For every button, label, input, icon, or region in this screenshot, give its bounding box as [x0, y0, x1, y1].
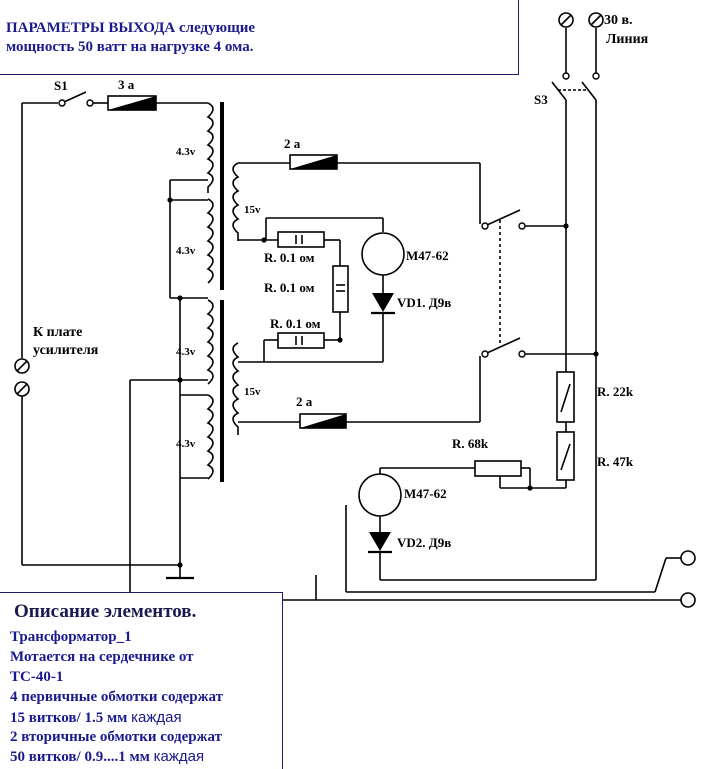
description-line-7-a: 50 витков/ 0.9....1 мм — [10, 749, 150, 765]
meter-1 — [361, 232, 405, 276]
primary-coil-2 — [206, 198, 214, 284]
resistor-22k-mark — [560, 383, 571, 413]
description-box: Описание элементов. Трансформатор_1 Мота… — [0, 592, 283, 769]
resistor-47k-label: R. 47k — [597, 454, 634, 469]
junction-dot — [593, 351, 599, 357]
s3-label: S3 — [534, 92, 548, 107]
primary-coil-1 — [206, 102, 214, 193]
fuse-bottom — [299, 413, 347, 429]
sec-bottom-label: 15v — [244, 386, 261, 398]
line-voltage-label: 30 в. — [604, 13, 633, 28]
description-line-1: Трансформатор_1 — [10, 629, 132, 645]
parameters-line-2: мощность 50 ватт на нагрузке 4 ома. — [6, 39, 254, 55]
description-line-3: ТС-40-1 — [10, 669, 64, 685]
resistor-bot-shunt — [277, 332, 325, 349]
description-heading: Описание элементов. — [14, 601, 197, 622]
output-terminal-2 — [680, 592, 696, 608]
amp-terminal-2 — [14, 381, 30, 397]
resistor-68k-label: R. 68k — [452, 436, 489, 451]
amp-plate-label-2: усилителя — [33, 343, 99, 358]
resistor-47k-mark — [560, 443, 571, 471]
s1-label: S1 — [54, 78, 68, 93]
diode-1-label: VD1. Д9в — [397, 295, 451, 310]
resistor-mid-label: R. 0.1 ом — [264, 280, 315, 295]
resistor-bot-label: R. 0.1 ом — [270, 316, 321, 331]
diode-2-label: VD2. Д9в — [397, 535, 451, 550]
parameters-line-1: ПАРАМЕТРЫ ВЫХОДА следующие — [6, 20, 256, 36]
meter-1-label: М47-62 — [406, 248, 449, 263]
fuse-bottom-label: 2 а — [296, 394, 313, 409]
description-line-4: 4 первичные обмотки содержат — [10, 689, 223, 705]
amp-plate-label-1: К плате — [33, 325, 82, 340]
parameters-box: ПАРАМЕТРЫ ВЫХОДА следующие мощность 50 в… — [0, 0, 519, 75]
junction-dot — [337, 337, 343, 343]
switch-s3-lower — [481, 337, 526, 358]
resistor-68k — [474, 460, 522, 477]
description-line-7: 50 витков/ 0.9....1 мм каждая — [10, 748, 204, 766]
switch-s3-line — [551, 72, 600, 101]
description-line-5-b: каждая — [131, 709, 182, 726]
junction-dot — [177, 562, 183, 568]
junction-dot — [177, 377, 183, 383]
winding-2-label: 4.3v — [176, 245, 196, 257]
diode-vd1 — [371, 293, 395, 315]
resistor-mid — [332, 265, 349, 313]
fuse-top — [289, 154, 338, 170]
amp-terminal-1 — [14, 358, 30, 374]
fuse-top-label: 2 а — [284, 136, 301, 151]
secondary-coil-top — [232, 162, 240, 241]
switch-s3-upper — [481, 209, 526, 230]
line-terminal-1 — [558, 12, 574, 28]
meter-2-label: М47-62 — [404, 486, 447, 501]
resistor-top-label: R. 0.1 ом — [264, 250, 315, 265]
line-label: Линия — [606, 32, 649, 47]
line-terminal-2 — [588, 12, 604, 28]
secondary-coil-bottom — [232, 342, 240, 435]
description-line-5-a: 15 витков/ 1.5 мм — [10, 710, 128, 726]
fuse-main-label: 3 а — [118, 77, 135, 92]
meter-2 — [358, 473, 402, 517]
primary-coil-4 — [206, 394, 214, 480]
sec-top-label: 15v — [244, 204, 261, 216]
junction-dot — [261, 237, 267, 243]
resistor-22k-label: R. 22k — [597, 384, 634, 399]
winding-3-label: 4.3v — [176, 346, 196, 358]
winding-1-label: 4.3v — [176, 146, 196, 158]
resistor-top-shunt — [277, 231, 325, 248]
fuse-main — [107, 95, 157, 111]
junction-dot — [527, 485, 533, 491]
description-line-6: 2 вторичные обмотки содержат — [10, 729, 222, 745]
diode-vd2 — [368, 532, 392, 554]
wire-output-1-up — [654, 557, 667, 593]
winding-4-label: 4.3v — [176, 438, 196, 450]
junction-dot — [177, 295, 183, 301]
junction-dot — [563, 223, 569, 229]
description-line-7-b: каждая — [153, 748, 205, 765]
description-line-5: 15 витков/ 1.5 мм каждая — [10, 709, 182, 727]
switch-s1 — [58, 91, 94, 107]
junction-dot — [167, 197, 173, 203]
description-line-2: Мотается на сердечнике от — [10, 649, 194, 665]
primary-coil-3 — [206, 299, 214, 385]
output-terminal-1 — [680, 550, 696, 566]
